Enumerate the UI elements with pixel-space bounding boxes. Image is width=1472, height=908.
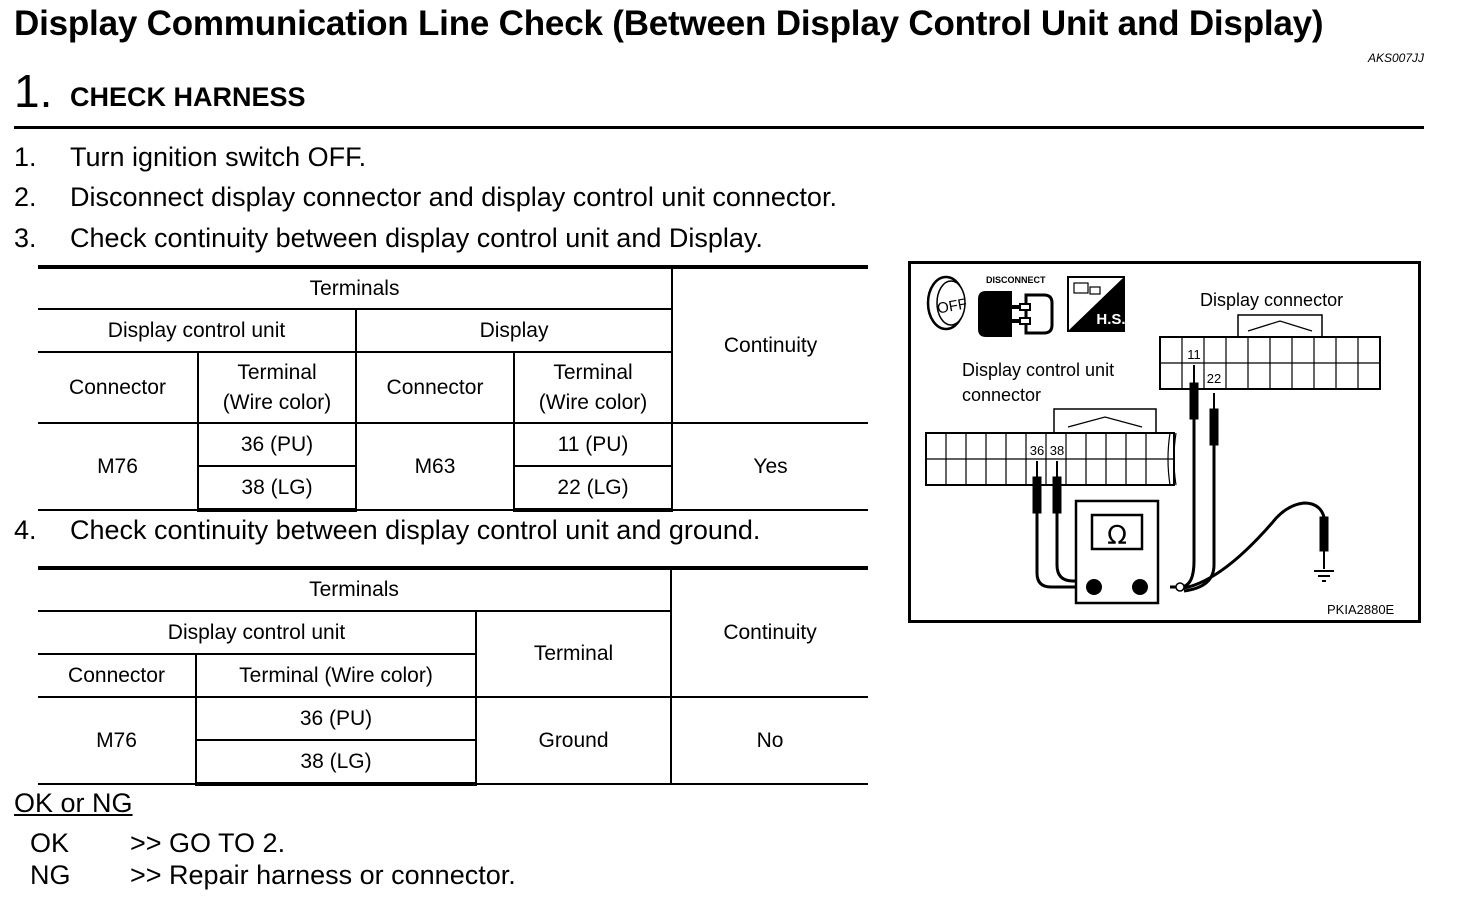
cell-ground: Ground [474, 696, 673, 785]
cell-continuity: Yes [671, 422, 869, 511]
header-connector: Connector [38, 653, 197, 698]
result-ok: OK >> GO TO 2. [30, 828, 285, 859]
page-title: Display Communication Line Check (Betwee… [14, 4, 1324, 43]
header-connector: Connector [355, 351, 515, 424]
table-row: 38 (LG) 22 (LG) [38, 465, 868, 512]
probes [1032, 365, 1329, 569]
ground-icon [1314, 570, 1334, 582]
step-number: 4. [14, 515, 37, 545]
cell-terminal-dcu: 36 (PU) [195, 696, 477, 741]
pin-22-label: 22 [1207, 371, 1221, 386]
pin-36-label: 36 [1030, 443, 1044, 458]
document-id: AKS007JJ [1367, 51, 1424, 65]
ohm-meter: Ω [1074, 499, 1185, 605]
display-connector: 11 22 [1159, 314, 1381, 390]
header-display-control-unit: Display control unit [38, 610, 477, 655]
header-terminal-line2: (Wire color) [222, 390, 332, 414]
result-key: OK [30, 828, 70, 858]
step-1: 1. Turn ignition switch OFF. [14, 142, 366, 173]
result-ng: NG >> Repair harness or connector. [30, 860, 516, 891]
disconnect-label: DISCONNECT [986, 275, 1046, 285]
ohm-symbol: Ω [1107, 521, 1127, 551]
header-terminal-line2: (Wire color) [538, 390, 648, 414]
dcu-connector: 36 38 [925, 408, 1177, 486]
pin-11-label: 11 [1187, 347, 1201, 362]
display-connector-label: Display connector [1200, 290, 1343, 310]
cell-terminal-display: 11 (PU) [512, 422, 674, 467]
step-4: 4. Check continuity between display contr… [14, 515, 760, 546]
header-display-control-unit: Display control unit [38, 308, 357, 353]
result-key: NG [30, 860, 71, 890]
step-text: Check continuity between display control… [70, 223, 763, 253]
ignition-off-icon: OFF [926, 275, 968, 331]
header-terminal-line1: Terminal [237, 360, 317, 384]
header-continuity: Continuity [671, 265, 869, 424]
table-row: M76 36 (PU) Ground No [38, 696, 869, 785]
step-text: Turn ignition switch OFF. [70, 142, 367, 172]
header-display: Display [354, 308, 674, 353]
header-terminals: Terminals [38, 566, 673, 612]
step-2: 2. Disconnect display connector and displ… [14, 182, 837, 213]
cell-connector-dcu: M76 [38, 422, 199, 511]
result-text: >> GO TO 2. [130, 828, 286, 858]
step-number: 1. [14, 142, 37, 172]
wiring-figure: OFF DISCONNECT H.S. Display connector Di… [908, 261, 1421, 623]
header-terminal: Terminal (Wire color) [197, 351, 357, 424]
cell-continuity: No [670, 696, 869, 785]
cell-terminal-dcu: 36 (PU) [197, 422, 357, 467]
section-divider [14, 126, 1424, 129]
step-text: Check continuity between display control… [70, 515, 761, 545]
step-number: 3. [14, 223, 37, 253]
figure-id: PKIA2880E [1327, 602, 1395, 617]
step-number: 2. [14, 182, 37, 212]
header-terminals: Terminals [38, 265, 674, 310]
step-text: Disconnect display connector and display… [70, 182, 837, 212]
section-title: CHECK HARNESS [70, 82, 306, 112]
cell-terminal-display: 22 (LG) [512, 465, 674, 512]
header-terminal-line1: Terminal [553, 360, 633, 384]
hs-label: H.S. [1096, 311, 1125, 328]
cell-terminal-dcu: 38 (LG) [195, 739, 477, 786]
header-terminal: Terminal [474, 610, 673, 698]
header-connector: Connector [38, 351, 199, 424]
table-row: M76 36 (PU) M63 11 (PU) Yes [38, 422, 869, 511]
header-terminal: Terminal (Wire color) [512, 351, 674, 424]
dcu-connector-label-line1: Display control unit [962, 360, 1114, 380]
dcu-connector-label-line2: connector [962, 385, 1041, 405]
table-row: 38 (LG) [38, 739, 868, 786]
header-continuity: Continuity [670, 566, 869, 698]
pin-38-label: 38 [1050, 443, 1064, 458]
step-3: 3. Check continuity between display contr… [14, 223, 763, 254]
off-label: OFF [936, 296, 968, 318]
disconnect-icon: DISCONNECT [978, 275, 1054, 337]
cell-terminal-dcu: 38 (LG) [197, 465, 357, 512]
cell-connector-dcu: M76 [38, 696, 197, 785]
hs-icon: H.S. [1067, 276, 1126, 332]
result-text: >> Repair harness or connector. [130, 860, 516, 890]
section-number: 1. [14, 65, 53, 117]
ok-ng-heading: OK or NG [14, 788, 133, 818]
continuity-table-display: Terminals Continuity Display control uni… [38, 265, 869, 512]
header-terminal-wire-color: Terminal (Wire color) [195, 653, 477, 698]
continuity-table-ground: Terminals Continuity Display control uni… [38, 566, 869, 786]
cell-connector-display: M63 [355, 422, 515, 511]
